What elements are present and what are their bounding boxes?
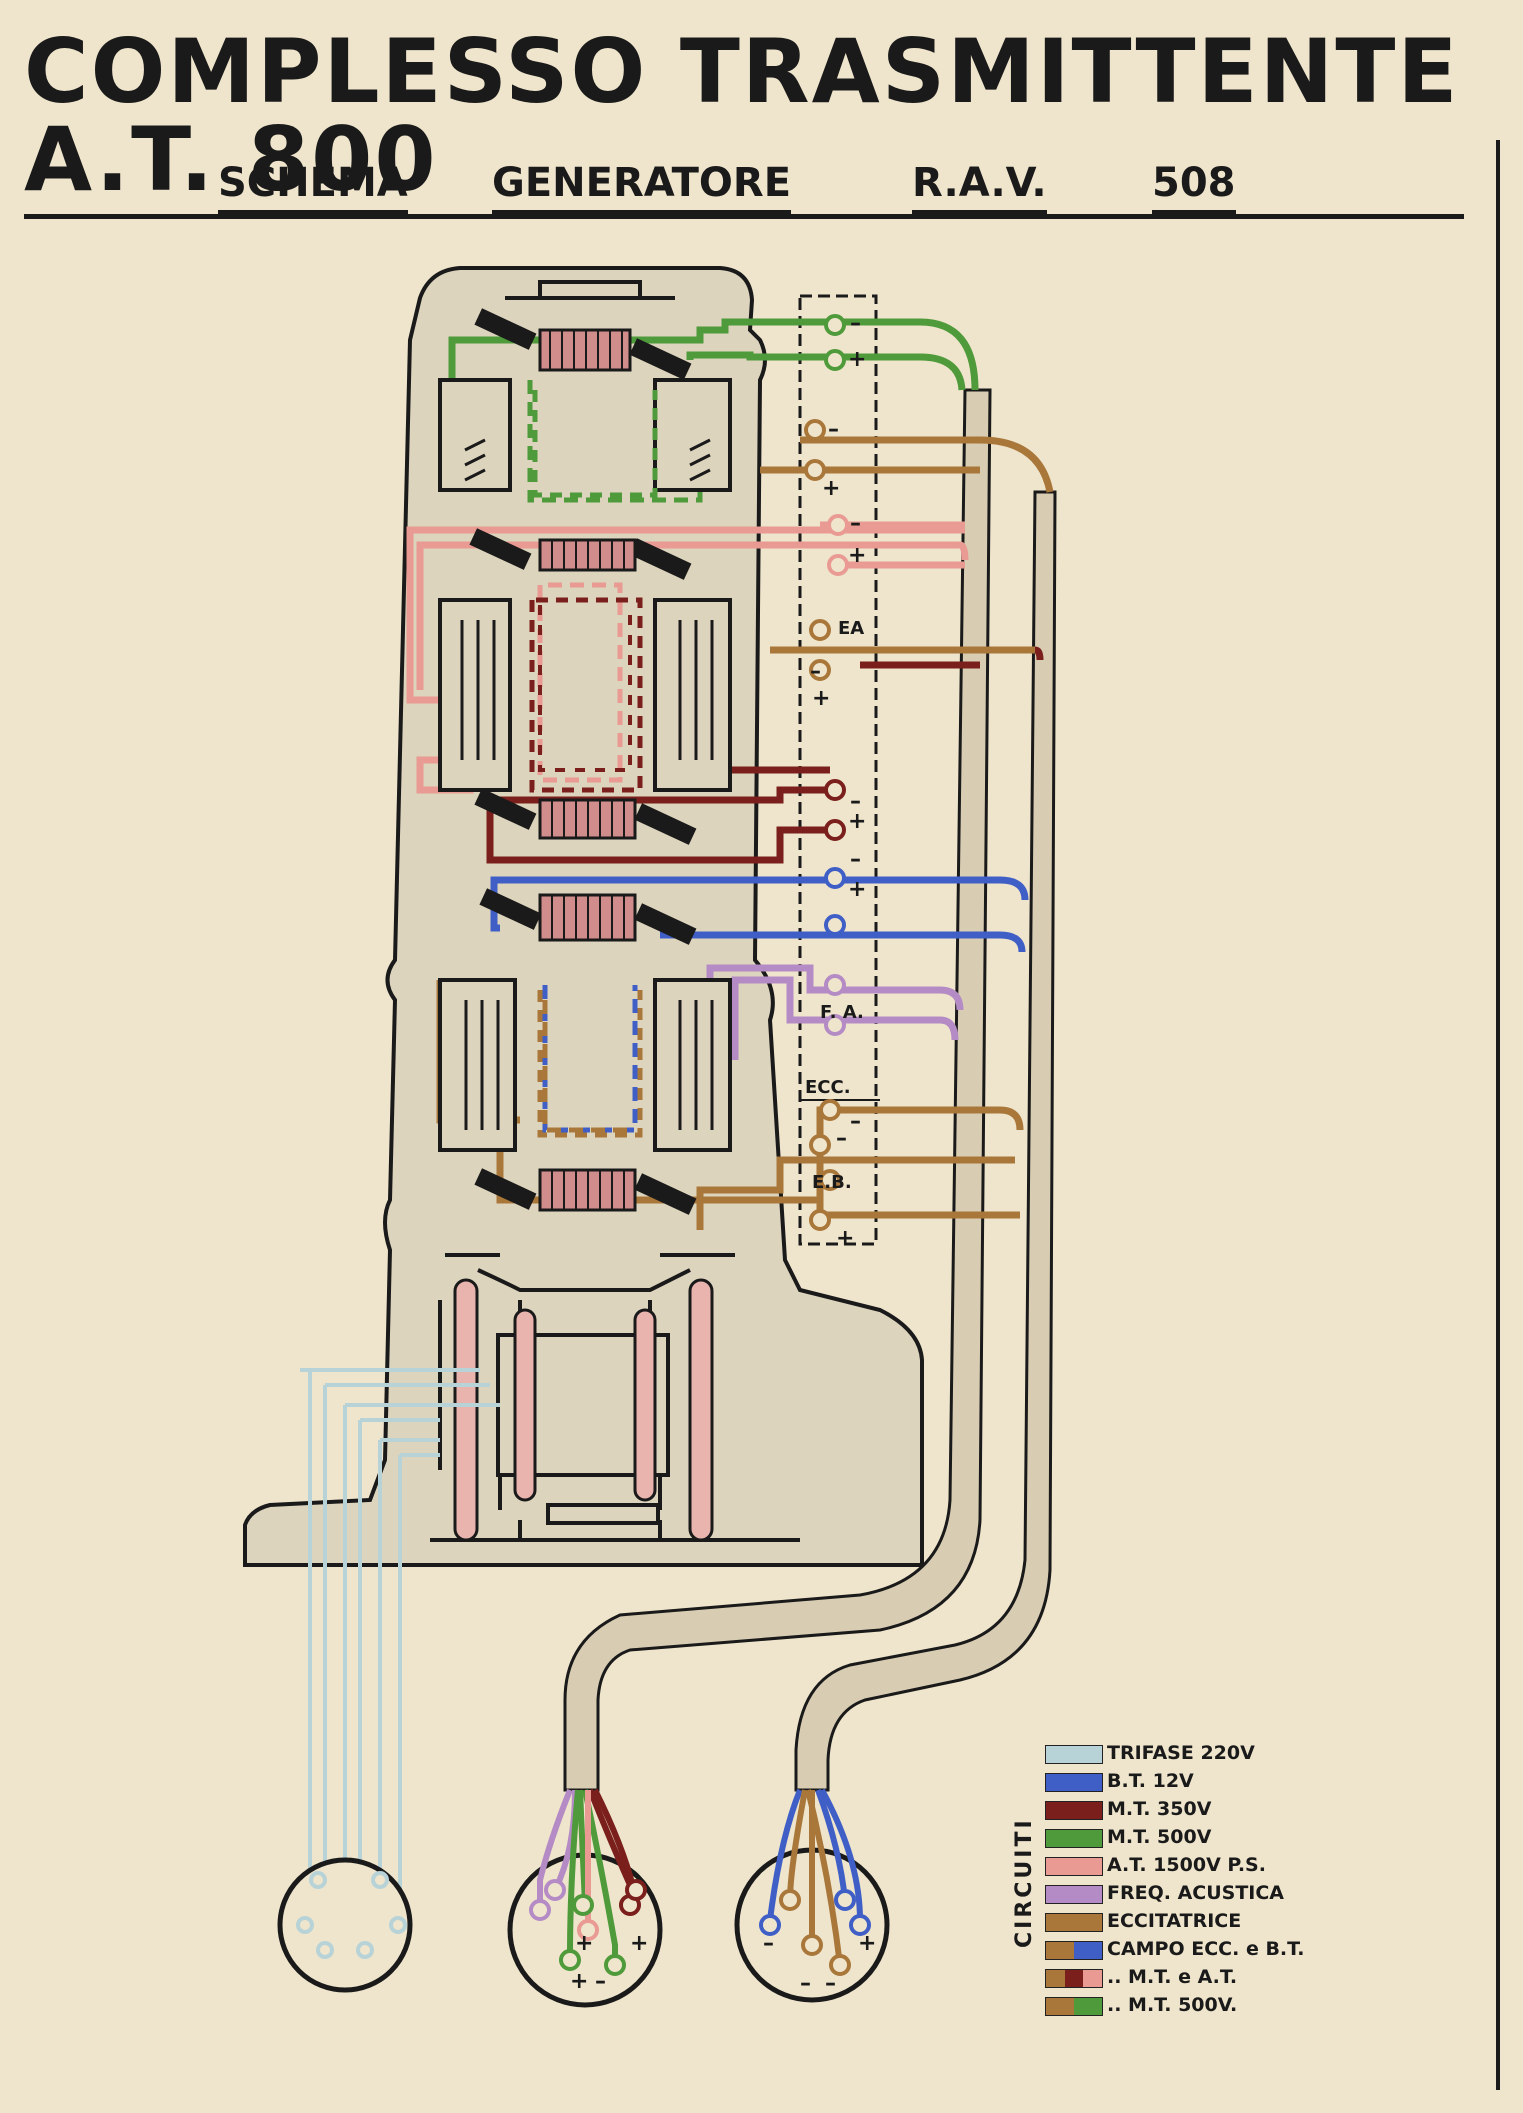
sign-plus: + [848,543,866,568]
wires-mt350 [486,605,1044,864]
terminal-label-ecc: ECC. [805,1077,851,1098]
sign-minus: – [763,1931,774,1956]
terminal-markings: – + – + – + EA – + – + – + F. A. ECC. – … [805,311,866,1251]
sign-minus: – [595,1969,606,1994]
legend-label: B.T. 12V [1107,1770,1194,1792]
sign-minus: – [850,1109,861,1134]
sign-minus: – [810,659,821,684]
legend-label: M.T. 350V [1107,1798,1212,1820]
terminal-label-eb: E.B. [812,1172,852,1193]
field-coils [438,378,732,1152]
legend-label: A.T. 1500V P.S. [1107,1854,1266,1876]
sign-plus: + [812,686,830,711]
sign-minus: – [850,789,861,814]
page-subtitle: SCHEMA GENERATORE R.A.V. 508 [0,160,1480,220]
terminal-label-ea: EA [838,618,864,639]
sign-plus: + [822,476,840,501]
legend-heading: CIRCUITI [1012,1817,1037,1948]
legend-swatch [1045,1941,1103,1960]
sign-plus: + [848,877,866,902]
legend-swatch [1045,1857,1103,1876]
sign-minus: – [800,1971,811,1996]
alternator-section [438,1278,714,1542]
armature-dashed-frames [529,390,658,1138]
plug-trifase [277,1857,413,1993]
sign-plus: + [848,347,866,372]
legend-label: TRIFASE 220V [1107,1742,1255,1764]
sign-plus: + [630,1931,648,1956]
subtitle-generatore: GENERATORE [492,160,792,215]
page-title: COMPLESSO TRASMITTENTE A.T. 800 [24,28,1464,219]
legend-swatch [1045,1829,1103,1848]
legend-label: .. M.T. 500V. [1107,1994,1238,2016]
legend-swatch [1045,1913,1103,1932]
sign-plus: + [570,1969,588,1994]
sign-plus: + [575,1931,593,1956]
sign-minus: – [850,847,861,872]
legend-label: CAMPO ECC. e B.T. [1107,1938,1305,1960]
legend-label: FREQ. ACUSTICA [1107,1882,1285,1904]
legend-swatch [1045,1885,1103,1904]
sign-plus: + [848,809,866,834]
sign-minus: – [825,1971,836,1996]
legend-swatch [1045,1997,1103,2016]
sign-plus: + [836,1226,854,1251]
legend-label: ECCITATRICE [1107,1910,1242,1932]
plug-main: + + + – [507,1788,663,2008]
subtitle-number: 508 [1152,160,1236,215]
subtitle-schema: SCHEMA [218,160,408,215]
legend-swatch [1045,1801,1103,1820]
terminal-posts [804,314,849,1231]
commutators [469,308,697,1215]
terminal-label-fa: F. A. [820,1002,864,1023]
legend-label: .. M.T. e A.T. [1107,1966,1238,1988]
sign-plus: + [858,1931,876,1956]
legend-swatch [1045,1969,1103,1988]
wires-at1500 [406,521,969,794]
sign-minus: – [828,417,839,442]
legend-swatch [1045,1745,1103,1764]
legend-label: M.T. 500V [1107,1826,1212,1848]
page-border-rule [1496,140,1500,2090]
legend-swatch [1045,1773,1103,1792]
sign-minus: – [850,311,861,336]
subtitle-rav: R.A.V. [912,160,1047,215]
wires-eccitatrice [436,436,1054,1230]
sign-minus: – [836,1126,847,1151]
wires-trifase [300,1368,500,1960]
plug-auxiliary: – + – – [734,1788,890,2003]
sign-minus: – [850,511,861,536]
